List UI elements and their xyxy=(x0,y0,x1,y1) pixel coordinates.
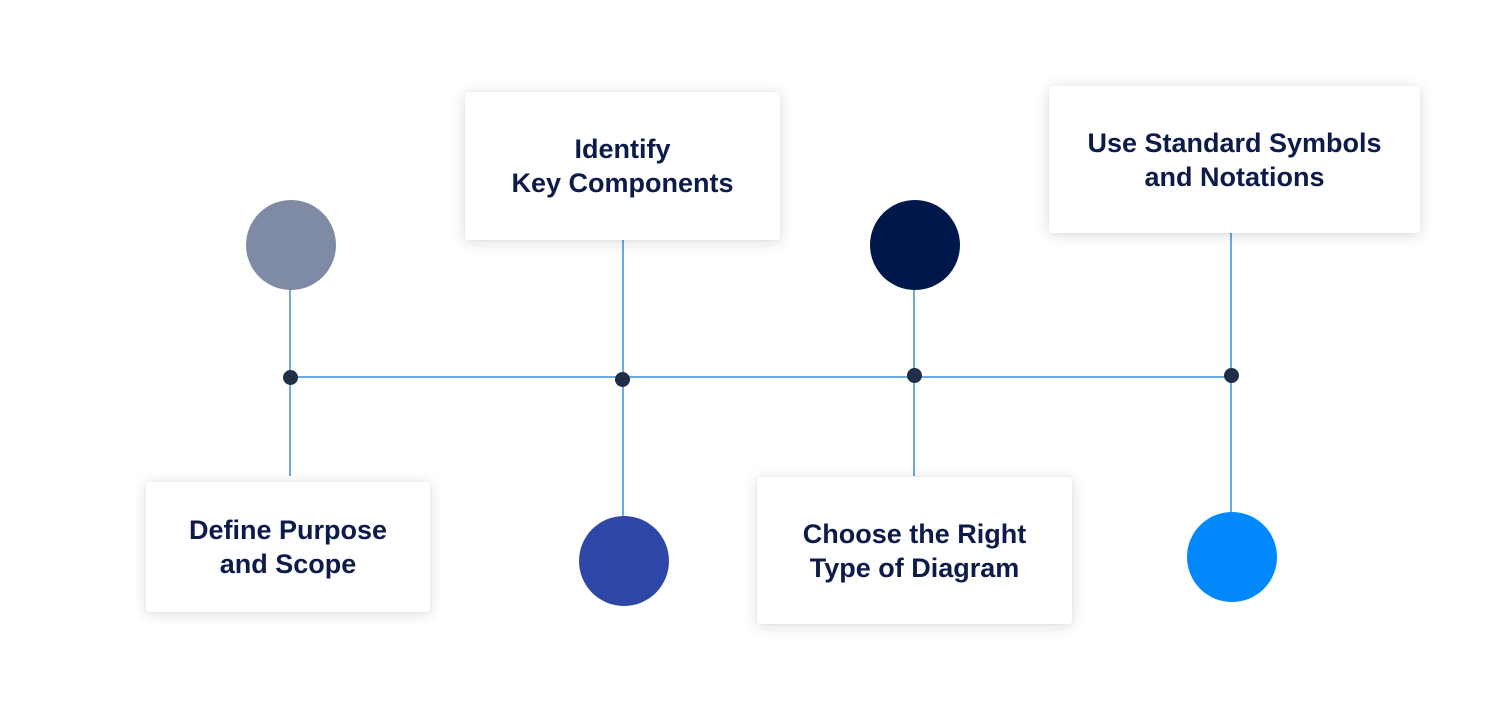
step-1-label: Define Purpose and Scope xyxy=(188,515,388,579)
step-1-card: Define Purpose and Scope xyxy=(146,482,430,612)
step-2-circle xyxy=(579,516,669,606)
step-4-card: Use Standard Symbols and Notations xyxy=(1049,86,1420,233)
step-4-label: Use Standard Symbols and Notations xyxy=(1087,127,1382,192)
step-2-label: Identify Key Components xyxy=(511,134,734,198)
step-4-circle xyxy=(1187,512,1277,602)
step-4-junction-dot xyxy=(1224,368,1239,383)
step-3-card: Choose the Right Type of Diagram xyxy=(757,477,1072,624)
step-1-circle xyxy=(246,200,336,290)
step-3-circle xyxy=(870,200,960,290)
step-2-card: Identify Key Components xyxy=(465,92,780,240)
step-3-junction-dot xyxy=(907,368,922,383)
step-2-junction-dot xyxy=(615,372,630,387)
step-3-label: Choose the Right Type of Diagram xyxy=(802,518,1027,583)
step-1-junction-dot xyxy=(283,370,298,385)
